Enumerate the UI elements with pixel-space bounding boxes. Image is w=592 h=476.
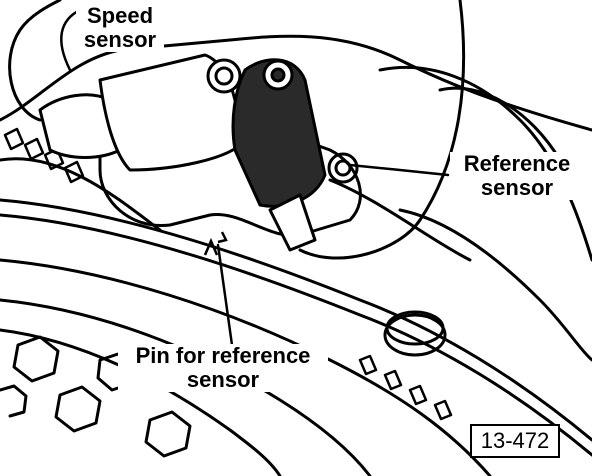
speed-sensor-label: Speed sensor xyxy=(76,4,164,52)
reference-sensor-label-line1: Reference xyxy=(463,151,571,176)
flywheel-bolts xyxy=(0,335,192,458)
speed-sensor xyxy=(38,53,247,172)
reference-sensor-label: Reference sensor xyxy=(450,152,584,200)
reference-pin xyxy=(203,231,228,256)
pin-label-line2: sensor xyxy=(186,367,260,392)
speed-sensor-cable xyxy=(8,0,62,122)
pin-label-line1: Pin for reference xyxy=(135,343,311,368)
reference-sensor xyxy=(231,58,327,252)
pin-label: Pin for reference sensor xyxy=(118,344,328,392)
speed-sensor-leader xyxy=(60,8,82,72)
reference-sensor-leader xyxy=(348,163,450,177)
reference-sensor-label-line2: sensor xyxy=(480,175,554,200)
engine-block xyxy=(0,34,592,362)
pin-leader xyxy=(216,243,234,347)
figure-code: 13-472 xyxy=(470,424,560,458)
speed-sensor-label-line2: sensor xyxy=(83,27,157,52)
housing-bolt xyxy=(383,310,447,357)
speed-sensor-label-line1: Speed xyxy=(86,3,154,28)
reference-sensor-cable xyxy=(298,0,466,260)
